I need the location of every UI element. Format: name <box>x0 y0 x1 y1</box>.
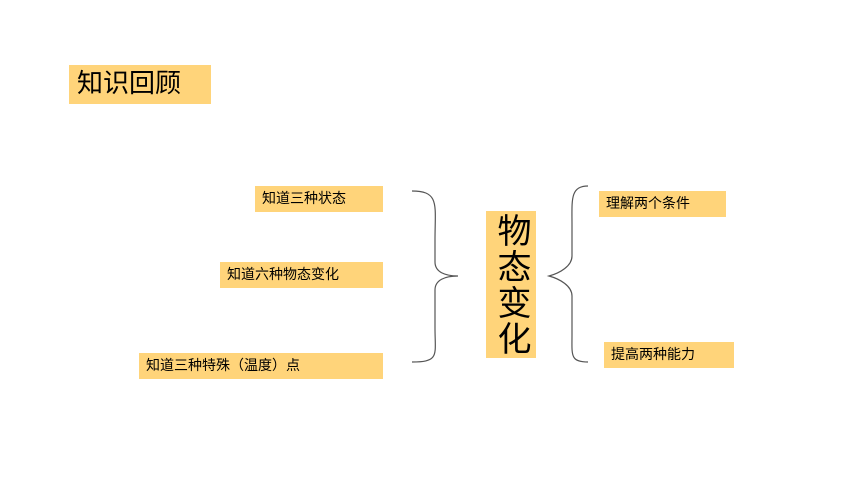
center-topic: 物态变化 <box>486 211 536 358</box>
right-item-two-abilities: 提高两种能力 <box>604 342 734 368</box>
left-item-six-changes: 知道六种物态变化 <box>220 262 383 288</box>
section-title: 知识回顾 <box>69 65 211 104</box>
left-item-special-points: 知道三种特殊（温度）点 <box>139 353 383 379</box>
left-item-three-states: 知道三种状态 <box>255 186 383 212</box>
left-brace <box>411 190 459 363</box>
right-item-two-conditions: 理解两个条件 <box>599 191 726 217</box>
right-brace <box>546 185 589 363</box>
